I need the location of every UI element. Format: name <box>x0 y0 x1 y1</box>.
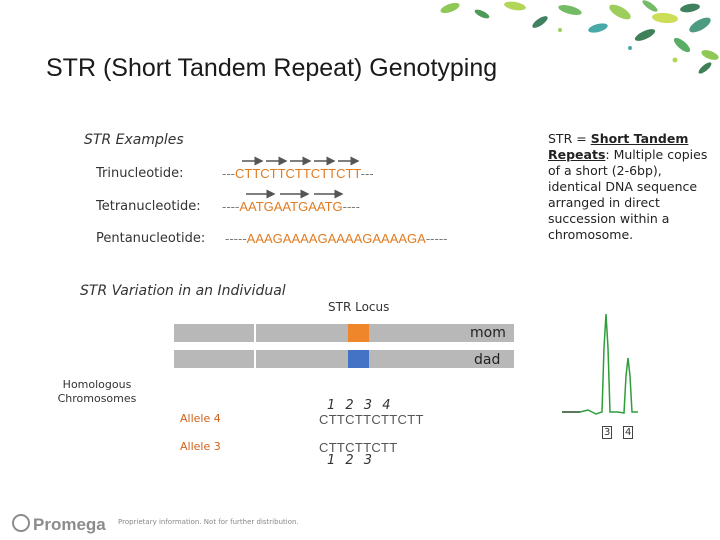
homologous-label: Homologous Chromosomes <box>57 378 137 405</box>
chromosome-label-mom: mom <box>470 325 506 341</box>
peak-label-3: 3 <box>602 426 613 439</box>
footer-disclaimer: Proprietary information. Not for further… <box>118 518 299 526</box>
repeat-arrows-tri <box>242 156 360 166</box>
example-sequence-penta: -----AAAGAAAAGAAAAGAAAAGA----- <box>225 231 448 246</box>
str-locus-label: STR Locus <box>328 300 390 314</box>
example-sequence-tri: ---CTTCTTCTTCTTCTT--- <box>222 166 374 181</box>
electropherogram-peaks <box>562 313 638 415</box>
allele-4-repeat-numbers: 1 2 3 4 <box>327 398 391 413</box>
promega-logo-icon <box>12 514 30 532</box>
peak-label-4: 4 <box>623 426 634 439</box>
chromosome-dad <box>174 350 514 368</box>
example-sequence-tetra: ----AATGAATGAATG---- <box>222 199 360 214</box>
allele-3-sequence: CTTCTTCTT <box>319 440 398 455</box>
chromosome-label-dad: dad <box>474 352 501 368</box>
example-label-tri: Trinucleotide: <box>96 166 184 181</box>
str-locus-marker-mom <box>348 324 369 342</box>
allele-label-4: Allele 4 <box>180 412 221 425</box>
allele-4-sequence: CTTCTTCTTCTT <box>319 412 424 427</box>
examples-heading: STR Examples <box>84 132 184 148</box>
allele-label-3: Allele 3 <box>180 440 221 453</box>
allele-3-repeat-numbers: 1 2 3 <box>327 453 373 468</box>
repeat-arrows-tetra <box>246 189 344 199</box>
variation-heading: STR Variation in an Individual <box>80 283 286 299</box>
chromosome-mom <box>174 324 514 342</box>
leaf-decoration <box>440 0 719 74</box>
str-locus-marker-dad <box>348 350 369 368</box>
example-label-tetra: Tetranucleotide: <box>96 199 201 214</box>
page-title: STR (Short Tandem Repeat) Genotyping <box>46 54 498 82</box>
example-label-penta: Pentanucleotide: <box>96 231 206 246</box>
promega-logo: Promega <box>12 514 106 535</box>
str-definition: STR = Short Tandem Repeats: Multiple cop… <box>548 131 708 242</box>
